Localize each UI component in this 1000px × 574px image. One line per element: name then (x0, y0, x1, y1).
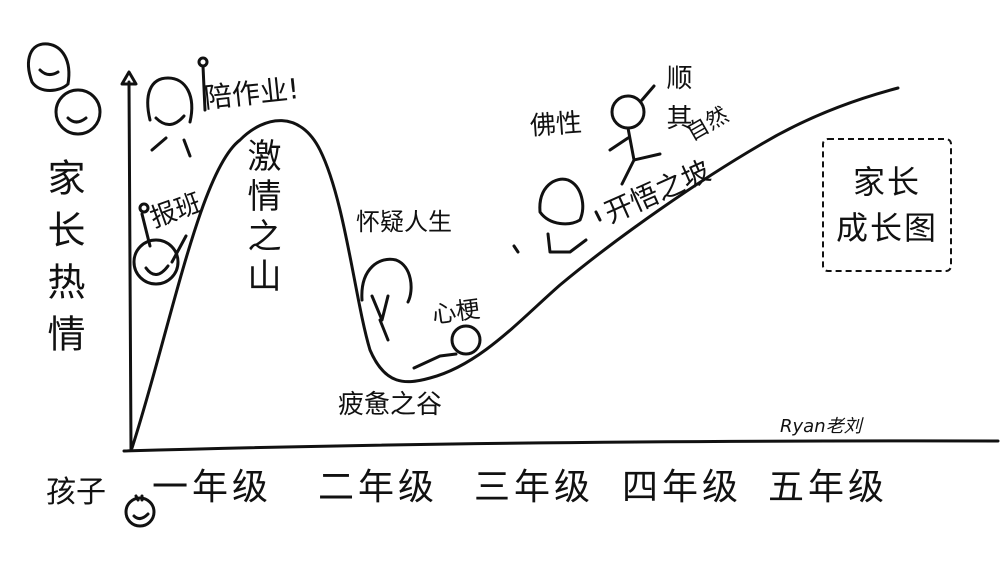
x-axis-prefix-label: 孩子 (46, 475, 106, 510)
x-tick-grade-1: 一年级 (152, 467, 273, 508)
collapsed-parent-icon (412, 324, 482, 370)
meditating-parent-icon (512, 177, 602, 254)
annotation-zen: 佛性 (529, 108, 583, 142)
annotation-doubt: 怀疑人生 (356, 208, 452, 236)
y-axis (127, 80, 133, 452)
y-axis-label: 家长热情 (41, 158, 85, 366)
annotation-peak: 激情之山 (241, 138, 281, 298)
small-child-face-icon (124, 494, 156, 528)
cheering-child-icon (132, 202, 188, 286)
y-axis-arrow-icon (120, 70, 138, 86)
mom-face-icon (27, 42, 71, 92)
annotation-valley: 疲惫之谷 (338, 390, 443, 420)
mom-homework-icon (146, 56, 209, 158)
x-tick-grade-3: 三年级 (474, 467, 595, 508)
annotation-tired: 心梗 (430, 294, 482, 330)
child-face-icon (54, 88, 102, 136)
doubting-mom-icon (360, 257, 413, 342)
x-tick-grade-5: 五年级 (768, 467, 889, 508)
dancing-parent-icon (608, 84, 662, 186)
annotation-nature-a: 顺其 (662, 64, 692, 144)
chart-title-line-2: 成长图 (835, 209, 938, 247)
chart-title-line-1: 家长 (852, 163, 921, 201)
x-tick-grade-2: 二年级 (318, 467, 439, 508)
x-axis (122, 439, 1000, 453)
author-signature: Ryan老刘 (780, 416, 862, 437)
chart-title-box: 家长 成长图 (822, 138, 952, 272)
x-tick-grade-4: 四年级 (622, 467, 743, 508)
enthusiasm-curve (130, 86, 900, 450)
